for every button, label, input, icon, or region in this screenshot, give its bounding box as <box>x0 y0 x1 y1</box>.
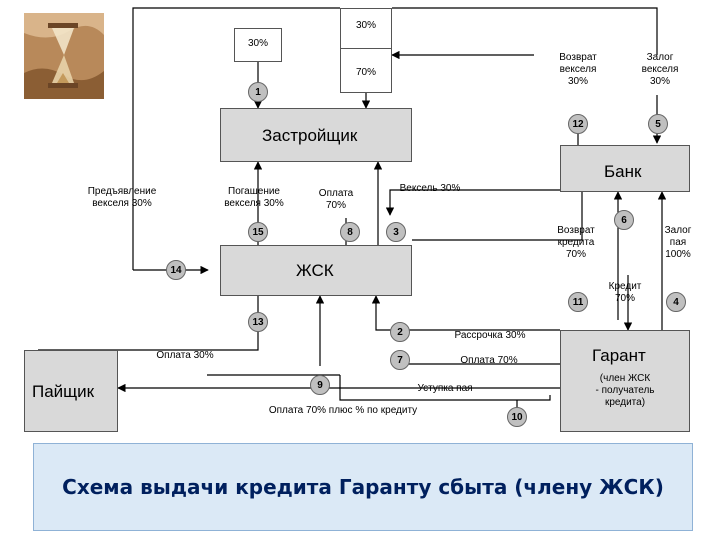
connector-line <box>392 7 658 55</box>
step-badge-15: 15 <box>248 222 268 242</box>
connector-line <box>339 375 551 401</box>
step-badge-13: 13 <box>248 312 268 332</box>
step-badge-2: 2 <box>390 322 410 342</box>
step-badge-14: 14 <box>166 260 186 280</box>
step-badge-9: 9 <box>310 375 330 395</box>
guarantor-sub-label: (член ЖСК - получатель кредита) <box>595 373 655 408</box>
return-bill-label: Возврат векселя 30% <box>559 52 597 87</box>
step-badge-11: 11 <box>568 292 588 312</box>
bank-label: Банк <box>604 162 642 181</box>
payment-70-label: Оплата 70% <box>318 188 354 211</box>
guarantor-label: Гарант <box>592 346 646 365</box>
guarantor-box <box>560 330 690 432</box>
developer-label: Застройщик <box>262 126 358 145</box>
step-badge-4: 4 <box>666 292 686 312</box>
connector-line <box>38 296 259 351</box>
installment-30-label: Рассрочка 30% <box>454 330 526 341</box>
bank-box <box>560 145 690 192</box>
pct-box-left <box>234 28 282 62</box>
credit-70-label: Кредит 70% <box>608 281 642 304</box>
pct-box-right <box>340 8 392 93</box>
connector-line <box>385 189 560 216</box>
caption-banner: Схема выдачи кредита Гаранту сбыта (член… <box>33 443 693 531</box>
share-assignment-label: Уступка пая <box>417 383 473 394</box>
shareholder-box <box>24 350 118 432</box>
step-badge-10: 10 <box>507 407 527 427</box>
connector-line <box>371 295 560 331</box>
step-badge-7: 7 <box>390 350 410 370</box>
pledge-bill-label: Залог векселя 30% <box>641 52 679 87</box>
step-badge-3: 3 <box>386 222 406 242</box>
step-badge-1: 1 <box>248 82 268 102</box>
step-badge-6: 6 <box>614 210 634 230</box>
bill-30-label: Вексель 30% <box>399 183 461 194</box>
pct-right-top: 30% <box>355 20 376 31</box>
zhsk-box <box>220 245 412 296</box>
connector-line <box>132 7 340 270</box>
redemption-bill-label: Погашение векселя 30% <box>224 186 284 209</box>
payment-70-plus-label: Оплата 70% плюс % по кредиту <box>268 405 418 416</box>
shareholder-label: Пайщик <box>32 382 95 401</box>
caption-title: Схема выдачи кредита Гаранту сбыта (член… <box>62 475 664 499</box>
zhsk-label: ЖСК <box>296 261 334 280</box>
presentation-bill-label: Предъявление векселя 30% <box>87 186 157 209</box>
pledge-share-label: Залог пая 100% <box>664 225 692 260</box>
step-badge-8: 8 <box>340 222 360 242</box>
return-credit-label: Возврат кредита 70% <box>557 225 595 260</box>
step-badge-5: 5 <box>648 114 668 134</box>
connector-line <box>412 192 583 241</box>
step-badge-12: 12 <box>568 114 588 134</box>
pct-left-top: 30% <box>247 38 268 49</box>
payment-70b-label: Оплата 70% <box>460 355 518 366</box>
hourglass-icon <box>24 13 104 99</box>
pct-divider <box>340 48 392 49</box>
pct-right-bottom: 70% <box>355 67 376 78</box>
developer-box <box>220 108 412 162</box>
payment-30-label: Оплата 30% <box>156 350 214 361</box>
